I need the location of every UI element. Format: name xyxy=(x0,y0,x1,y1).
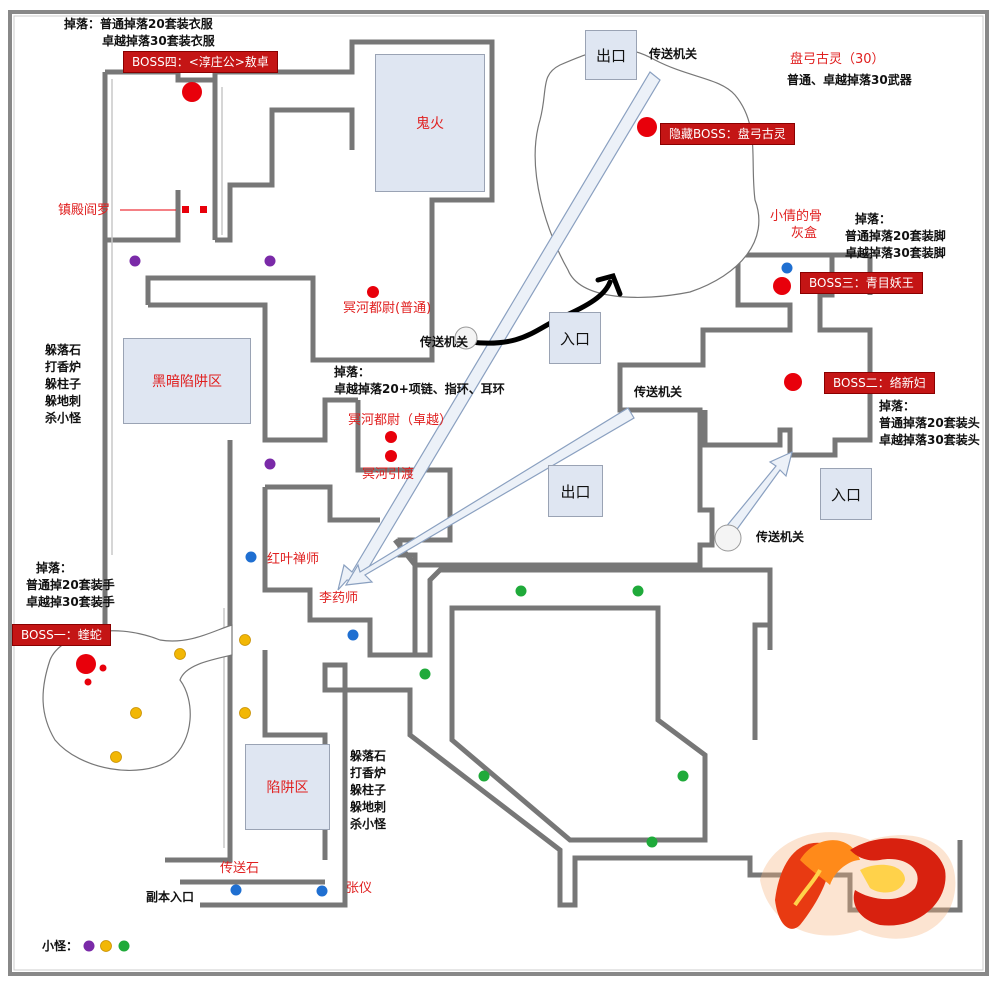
exit-mid: 出口 xyxy=(548,465,603,517)
panggong-drop: 普通、卓越掉落30武器 xyxy=(787,73,912,87)
liyaoshi-label: 李药师 xyxy=(319,591,359,606)
minghe-drop-info: 掉落： 卓越掉落20+项链、指环、耳环 xyxy=(334,365,505,396)
zhendian-label: 镇殿阎罗 xyxy=(58,203,111,218)
boss3-label: BOSS三：青目妖王 xyxy=(800,272,923,294)
ghost-fire-room: 鬼火 xyxy=(375,54,485,192)
dark-trap-zone: 黑暗陷阱区 xyxy=(123,338,251,424)
trap-zone: 陷阱区 xyxy=(245,744,330,830)
entrance-mid: 入口 xyxy=(549,312,601,364)
teleport-top-label: 传送机关 xyxy=(649,47,698,61)
minghe-elite-label: 冥河都尉（卓越） xyxy=(348,413,453,428)
zhangyi-label: 张仪 xyxy=(346,881,373,896)
exit-top: 出口 xyxy=(585,30,637,80)
xiaoqian-label: 小倩的骨 灰盒 xyxy=(770,209,823,241)
top-cave xyxy=(534,48,760,299)
boss1-label: BOSS一：蝰蛇 xyxy=(12,624,111,646)
panggong-title: 盘弓古灵（30） xyxy=(790,52,885,67)
teleport-stone-label: 传送石 xyxy=(220,861,260,876)
minion-yellow-dots xyxy=(100,634,251,952)
minion-blue-dots xyxy=(230,262,793,897)
game-logo xyxy=(760,832,956,939)
minghe-ferry-label: 冥河引渡 xyxy=(362,467,415,482)
left-cave xyxy=(42,624,233,771)
boss2-drop-info: 掉落： 普通掉落20套装头 卓越掉落30套装头 xyxy=(879,399,980,447)
minion-legend: 小怪： xyxy=(42,939,79,953)
teleport-arrows xyxy=(337,71,793,591)
boss3-drop-info: 掉落： 普通掉落20套装脚 卓越掉落30套装脚 xyxy=(845,212,946,260)
minion-green-dots xyxy=(118,585,689,952)
boss1-drop-info: 掉落： 普通掉20套装手 卓越掉30套装手 xyxy=(26,561,115,609)
dodge-tips-left: 躲落石 打香炉 躲柱子 躲地刺 杀小怪 xyxy=(45,343,82,425)
teleport-right-label: 传送机关 xyxy=(634,385,683,399)
minion-purple-dots xyxy=(83,255,276,952)
boss4-label: BOSS四：<淳庄公>敖卓 xyxy=(123,51,278,73)
dodge-tips-bottom: 躲落石 打香炉 躲柱子 躲地刺 杀小怪 xyxy=(350,749,387,831)
boss2-label: BOSS二：络新妇 xyxy=(824,372,935,394)
entrance-right: 入口 xyxy=(820,468,872,520)
map-outer-border xyxy=(8,10,989,976)
teleport-mechanism-mid xyxy=(454,326,478,350)
boss4-drop-info: 掉落：普通掉落20套装衣服 卓越掉落30套装衣服 xyxy=(64,17,215,48)
minghe-normal-label: 冥河都尉(普通) xyxy=(343,301,432,316)
teleport-mid-label: 传送机关 xyxy=(420,335,469,349)
teleport-bottom-label: 传送机关 xyxy=(756,530,805,544)
dungeon-entrance-label: 副本入口 xyxy=(146,890,195,904)
boss-markers xyxy=(76,82,802,686)
teleport-mechanism-bottom xyxy=(714,524,742,552)
hongye-label: 红叶禅师 xyxy=(267,552,320,567)
hidden-boss-label: 隐藏BOSS：盘弓古灵 xyxy=(660,123,795,145)
